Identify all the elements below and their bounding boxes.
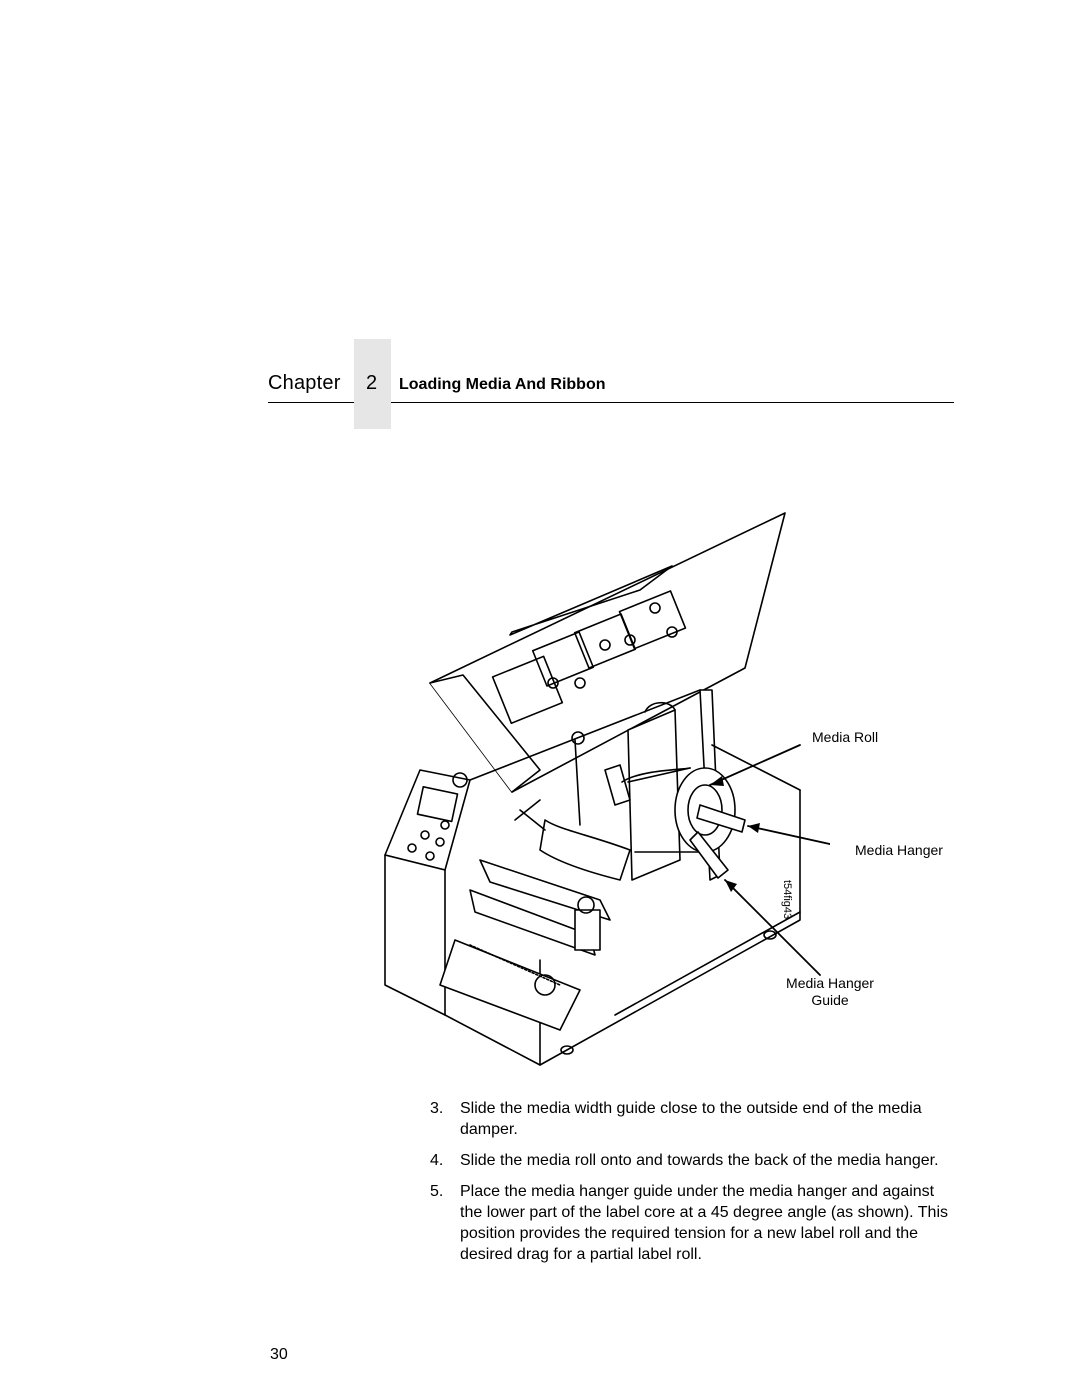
section-title: Loading Media And Ribbon (399, 376, 606, 393)
callout-media-hanger-guide: Media Hanger Guide (780, 975, 880, 1009)
step-item: 5. Place the media hanger guide under th… (430, 1181, 950, 1265)
page-number: 30 (270, 1346, 288, 1363)
step-number: 4. (430, 1152, 444, 1169)
callout-media-roll: Media Roll (812, 729, 879, 745)
step-text: Place the media hanger guide under the m… (460, 1183, 948, 1263)
instruction-steps: 3. Slide the media width guide close to … (430, 1098, 950, 1275)
step-number: 3. (430, 1100, 444, 1117)
step-text: Slide the media roll onto and towards th… (460, 1152, 939, 1169)
step-text: Slide the media width guide close to the… (460, 1100, 922, 1138)
step-item: 4. Slide the media roll onto and towards… (430, 1150, 950, 1171)
callout-media-hanger-guide-line1: Media Hanger (786, 975, 874, 991)
chapter-number: 2 (366, 372, 378, 394)
callout-media-hanger: Media Hanger (855, 842, 943, 858)
header-rule-left (268, 402, 354, 403)
chapter-label: Chapter (268, 372, 341, 394)
figure-id-label: t54fig43 (781, 880, 793, 920)
callout-media-hanger-guide-line2: Guide (811, 992, 849, 1008)
printer-illustration (384, 512, 830, 1066)
header-rule-right (391, 402, 954, 403)
step-item: 3. Slide the media width guide close to … (430, 1098, 950, 1140)
chapter-tab-background (354, 339, 391, 429)
step-number: 5. (430, 1183, 444, 1200)
